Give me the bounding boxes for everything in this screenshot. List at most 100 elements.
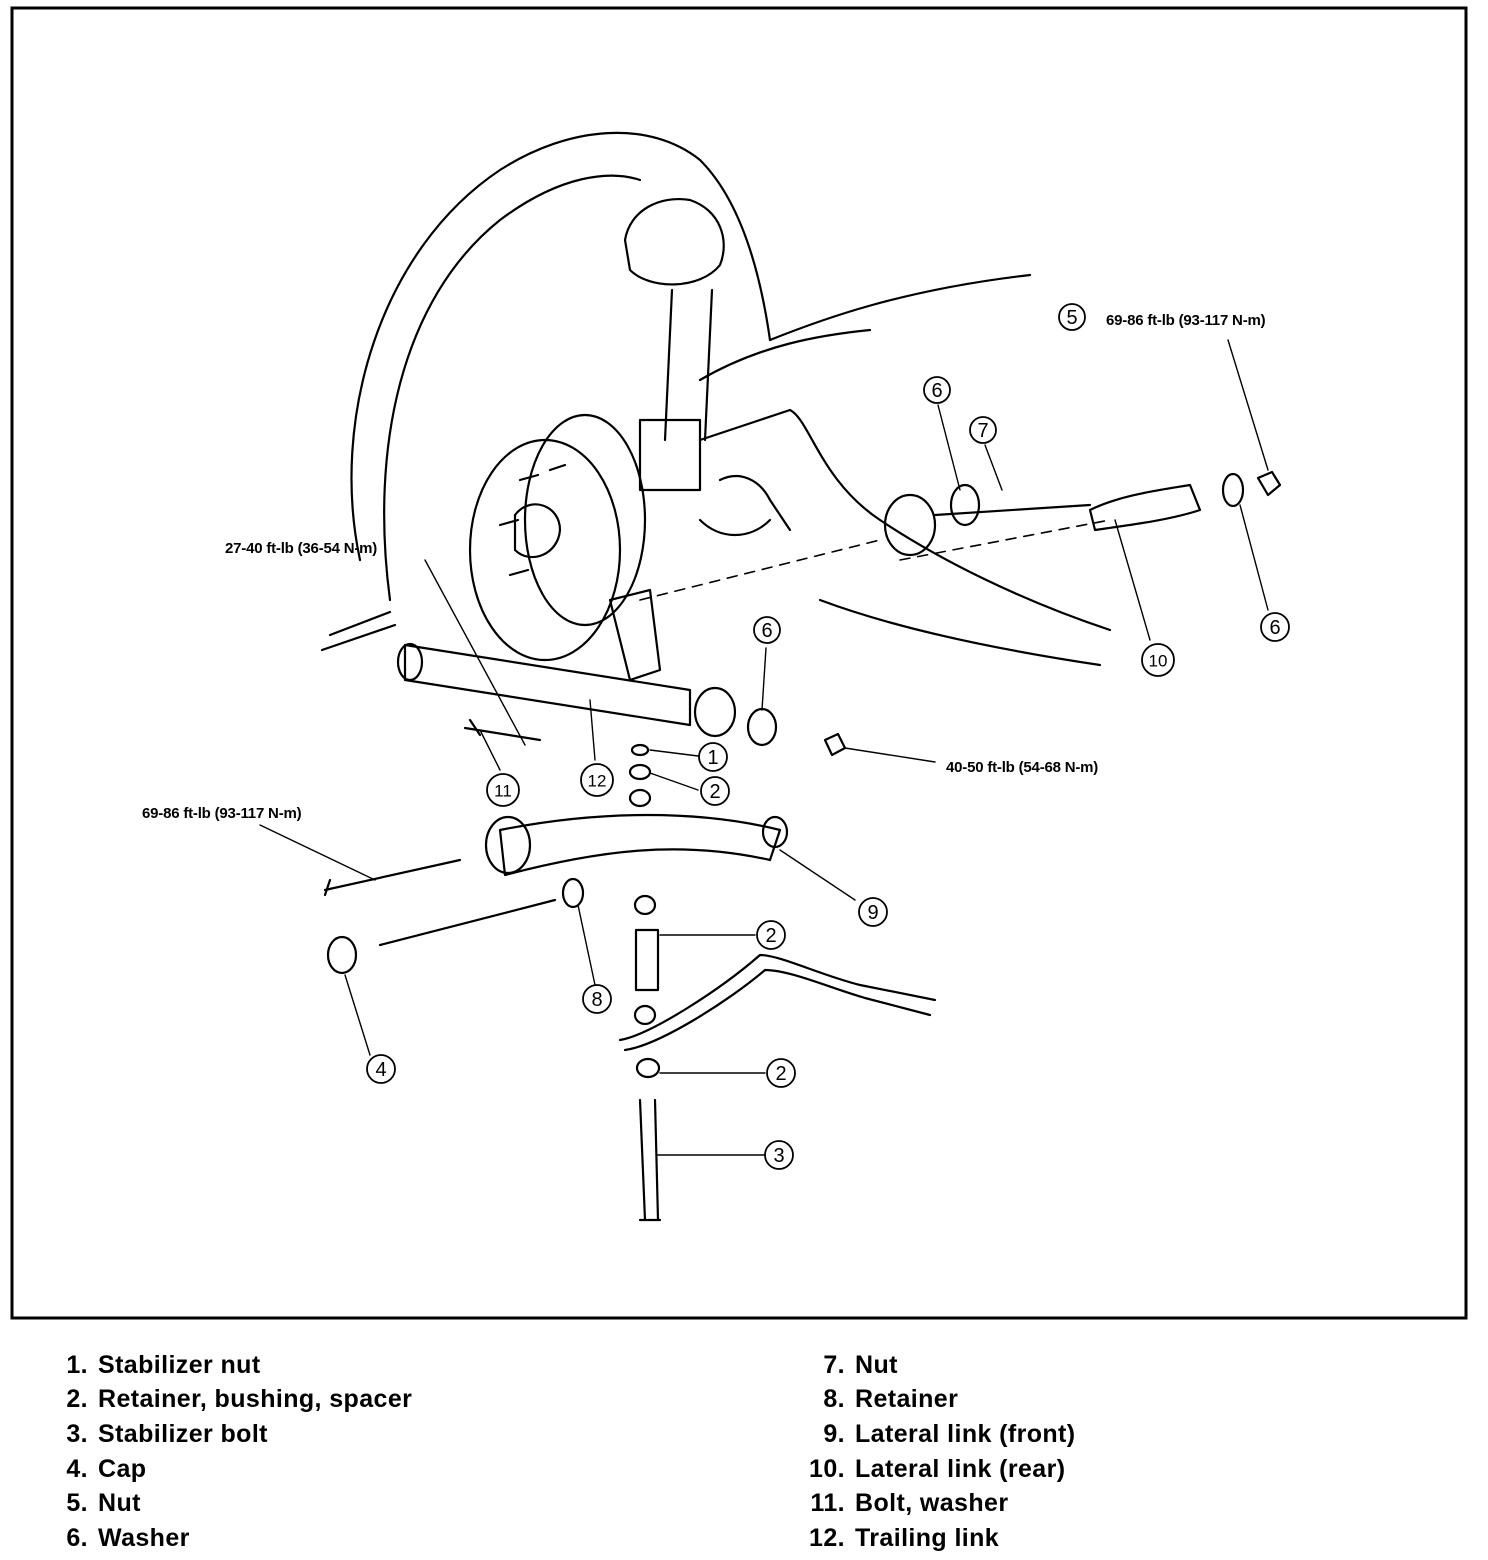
legend-number: 5. <box>66 1489 88 1518</box>
callout-6b: 6 <box>761 620 772 642</box>
leader-9 <box>779 849 856 901</box>
suspension-exploded-diagram: 5 6 7 6 10 6 1 2 12 11 9 2 8 4 2 3 69-86… <box>10 6 1468 1320</box>
legend-number: 2. <box>66 1385 88 1414</box>
callout-circle-2c <box>766 1058 796 1088</box>
torque-label-nut5: 69-86 ft-lb (93-117 N-m) <box>1106 312 1266 329</box>
callout-12: 12 <box>588 772 607 791</box>
stab-nut-1 <box>630 743 650 757</box>
leader-torque-front <box>844 747 936 763</box>
legend-label: Lateral link (rear) <box>855 1454 1066 1483</box>
body-line-2 <box>698 328 872 382</box>
legend-item: 12. Trailing link <box>795 1521 1076 1556</box>
torque-label-bolt11: 27-40 ft-lb (36-54 N-m) <box>225 540 377 557</box>
brake-drum-back <box>523 413 647 627</box>
washer-6-upper <box>949 483 981 527</box>
callout-6a: 6 <box>931 380 942 402</box>
legend-label: Washer <box>98 1523 190 1552</box>
callout-6c: 6 <box>1269 617 1280 639</box>
legend-item: 3.Stabilizer bolt <box>50 1417 412 1452</box>
callout-circle-1 <box>698 742 728 772</box>
bolt-upper <box>323 858 462 897</box>
legend-label: Stabilizer nut <box>98 1350 261 1379</box>
leader-2a <box>649 772 699 791</box>
legend-item: 11.Bolt, washer <box>795 1486 1076 1521</box>
callout-circle-12 <box>580 763 614 797</box>
washer-6-mid <box>746 707 778 747</box>
legend-number: 4. <box>66 1454 88 1483</box>
leader-6a <box>937 404 961 491</box>
wheel-arch <box>350 131 772 562</box>
stab-bushing-c <box>635 1057 661 1079</box>
lateral-link-rear-rod <box>933 503 1092 517</box>
callout-2b: 2 <box>765 925 776 947</box>
trailing-link-front-bushing <box>396 642 424 682</box>
legend-label: Nut <box>855 1350 898 1379</box>
legend-column-left: 1.Stabilizer nut 2.Retainer, bushing, sp… <box>50 1348 412 1556</box>
torque-label-bolt4: 69-86 ft-lb (93-117 N-m) <box>142 805 302 822</box>
bolt-lower <box>378 898 557 947</box>
stab-spacer <box>634 928 660 992</box>
wheel-arch-inner <box>383 174 642 602</box>
lateral-link-front-rear-bushing <box>761 815 789 849</box>
washer-6-right <box>1221 472 1245 508</box>
callout-circle-3 <box>764 1140 794 1170</box>
legend-column-right: 7.Nut 8.Retainer 9.Lateral link (front) … <box>795 1348 1076 1556</box>
callout-7: 7 <box>977 420 988 442</box>
callout-1: 1 <box>707 747 718 769</box>
leader-6b <box>761 647 767 711</box>
legend-number: 9. <box>823 1419 845 1448</box>
legend-label: Lateral link (front) <box>855 1419 1076 1448</box>
callout-circle-11 <box>486 773 520 807</box>
legend-item: 5. Nut <box>50 1486 412 1521</box>
callout-2a: 2 <box>709 781 720 803</box>
leader-1 <box>649 749 699 757</box>
callout-circle-6c <box>1260 612 1290 642</box>
lateral-link-front <box>498 813 782 877</box>
legend-item: 9. Lateral link (front) <box>795 1417 1076 1452</box>
parts-legend: 1.Stabilizer nut 2.Retainer, bushing, sp… <box>0 1348 1488 1558</box>
body-line <box>768 273 1032 342</box>
nut-front <box>823 732 847 757</box>
legend-number: 6. <box>66 1523 88 1552</box>
leader-8 <box>577 904 596 986</box>
stab-bushing-b <box>633 1004 657 1026</box>
callout-4: 4 <box>375 1059 386 1081</box>
dash-line-1 <box>639 539 881 601</box>
leader-10 <box>1114 519 1151 641</box>
callout-2c: 2 <box>775 1063 786 1085</box>
callout-circle-2a <box>700 776 730 806</box>
legend-item: 4.Cap <box>50 1452 412 1487</box>
callout-5: 5 <box>1066 307 1077 329</box>
strut-top <box>623 197 725 286</box>
legend-number: 7. <box>823 1350 845 1379</box>
figure-frame <box>10 6 1468 1320</box>
legend-number: 11. <box>810 1489 845 1518</box>
retainer-2-upper <box>628 763 652 781</box>
legend-number: 8. <box>823 1385 845 1414</box>
legend-item: 8. Retainer <box>795 1383 1076 1418</box>
callout-8: 8 <box>591 989 602 1011</box>
callout-circle-8 <box>582 984 612 1014</box>
leader-11 <box>479 729 501 771</box>
leader-torque-4 <box>259 824 376 881</box>
cap-4 <box>326 935 358 975</box>
legend-item: 7. Nut <box>795 1348 1076 1383</box>
stabilizer-bar <box>618 953 937 1052</box>
leader-torque-11 <box>424 559 526 746</box>
callout-circle-7 <box>969 416 997 444</box>
callout-10: 10 <box>1149 652 1168 671</box>
trailing-link <box>403 643 692 727</box>
callout-circle-10 <box>1141 643 1175 677</box>
legend-number: 12. <box>809 1523 845 1552</box>
callout-9: 9 <box>867 902 878 924</box>
legend-label: Retainer <box>855 1385 959 1414</box>
dash-line-2 <box>899 519 1111 561</box>
retainer-8 <box>561 877 585 909</box>
legend-label: Retainer, bushing, spacer <box>98 1385 413 1414</box>
legend-label: Trailing link <box>855 1523 1000 1552</box>
callout-3: 3 <box>773 1145 784 1167</box>
stab-bolt-3 <box>638 1098 662 1222</box>
lateral-link-front-bushing <box>484 815 532 875</box>
legend-label: Nut <box>98 1489 141 1518</box>
legend-item: 10.Lateral link (rear) <box>795 1452 1076 1487</box>
